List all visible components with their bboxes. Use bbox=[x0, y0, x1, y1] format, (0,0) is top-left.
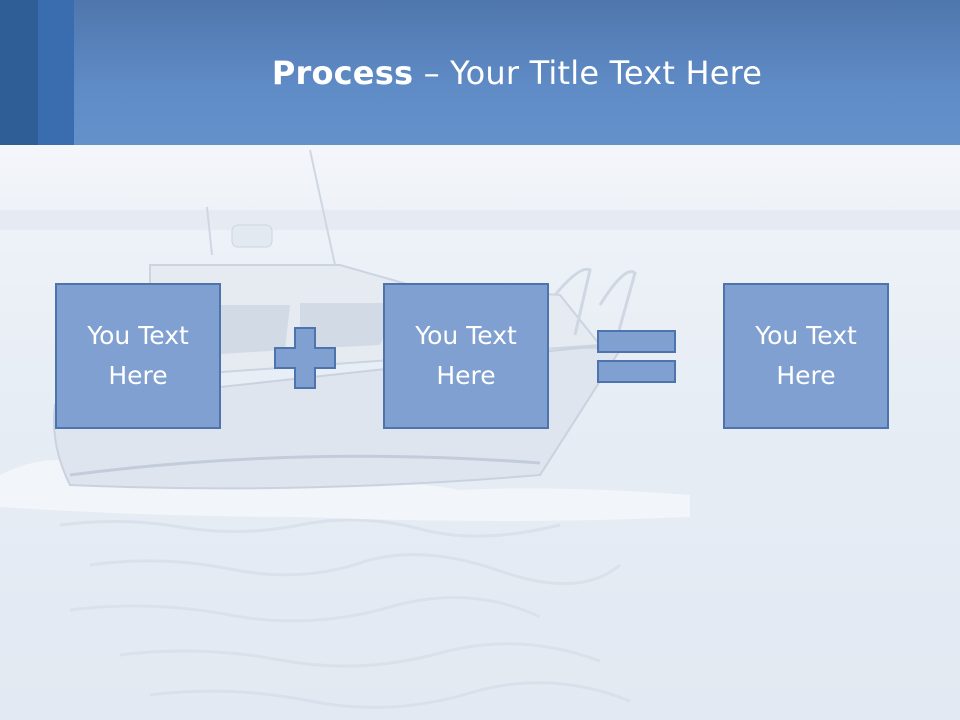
process-step-box-1: You Text Here bbox=[55, 283, 221, 429]
header-banner: Process – Your Title Text Here bbox=[0, 0, 960, 145]
slide-title: Process – Your Title Text Here bbox=[74, 0, 960, 145]
title-rest: – Your Title Text Here bbox=[413, 53, 763, 92]
header-accent-bar bbox=[38, 0, 74, 145]
process-step-box-3: You Text Here bbox=[723, 283, 889, 429]
background-photo-boat bbox=[0, 145, 960, 720]
header-accent-bar-dark bbox=[0, 0, 38, 145]
process-step-label: You Text Here bbox=[755, 321, 857, 390]
title-bold: Process bbox=[271, 53, 414, 92]
boat-illustration bbox=[0, 149, 960, 709]
process-step-label: You Text Here bbox=[87, 321, 189, 390]
equals-icon bbox=[597, 330, 676, 383]
plus-icon bbox=[274, 327, 336, 389]
process-step-box-2: You Text Here bbox=[383, 283, 549, 429]
process-step-label: You Text Here bbox=[415, 321, 517, 390]
